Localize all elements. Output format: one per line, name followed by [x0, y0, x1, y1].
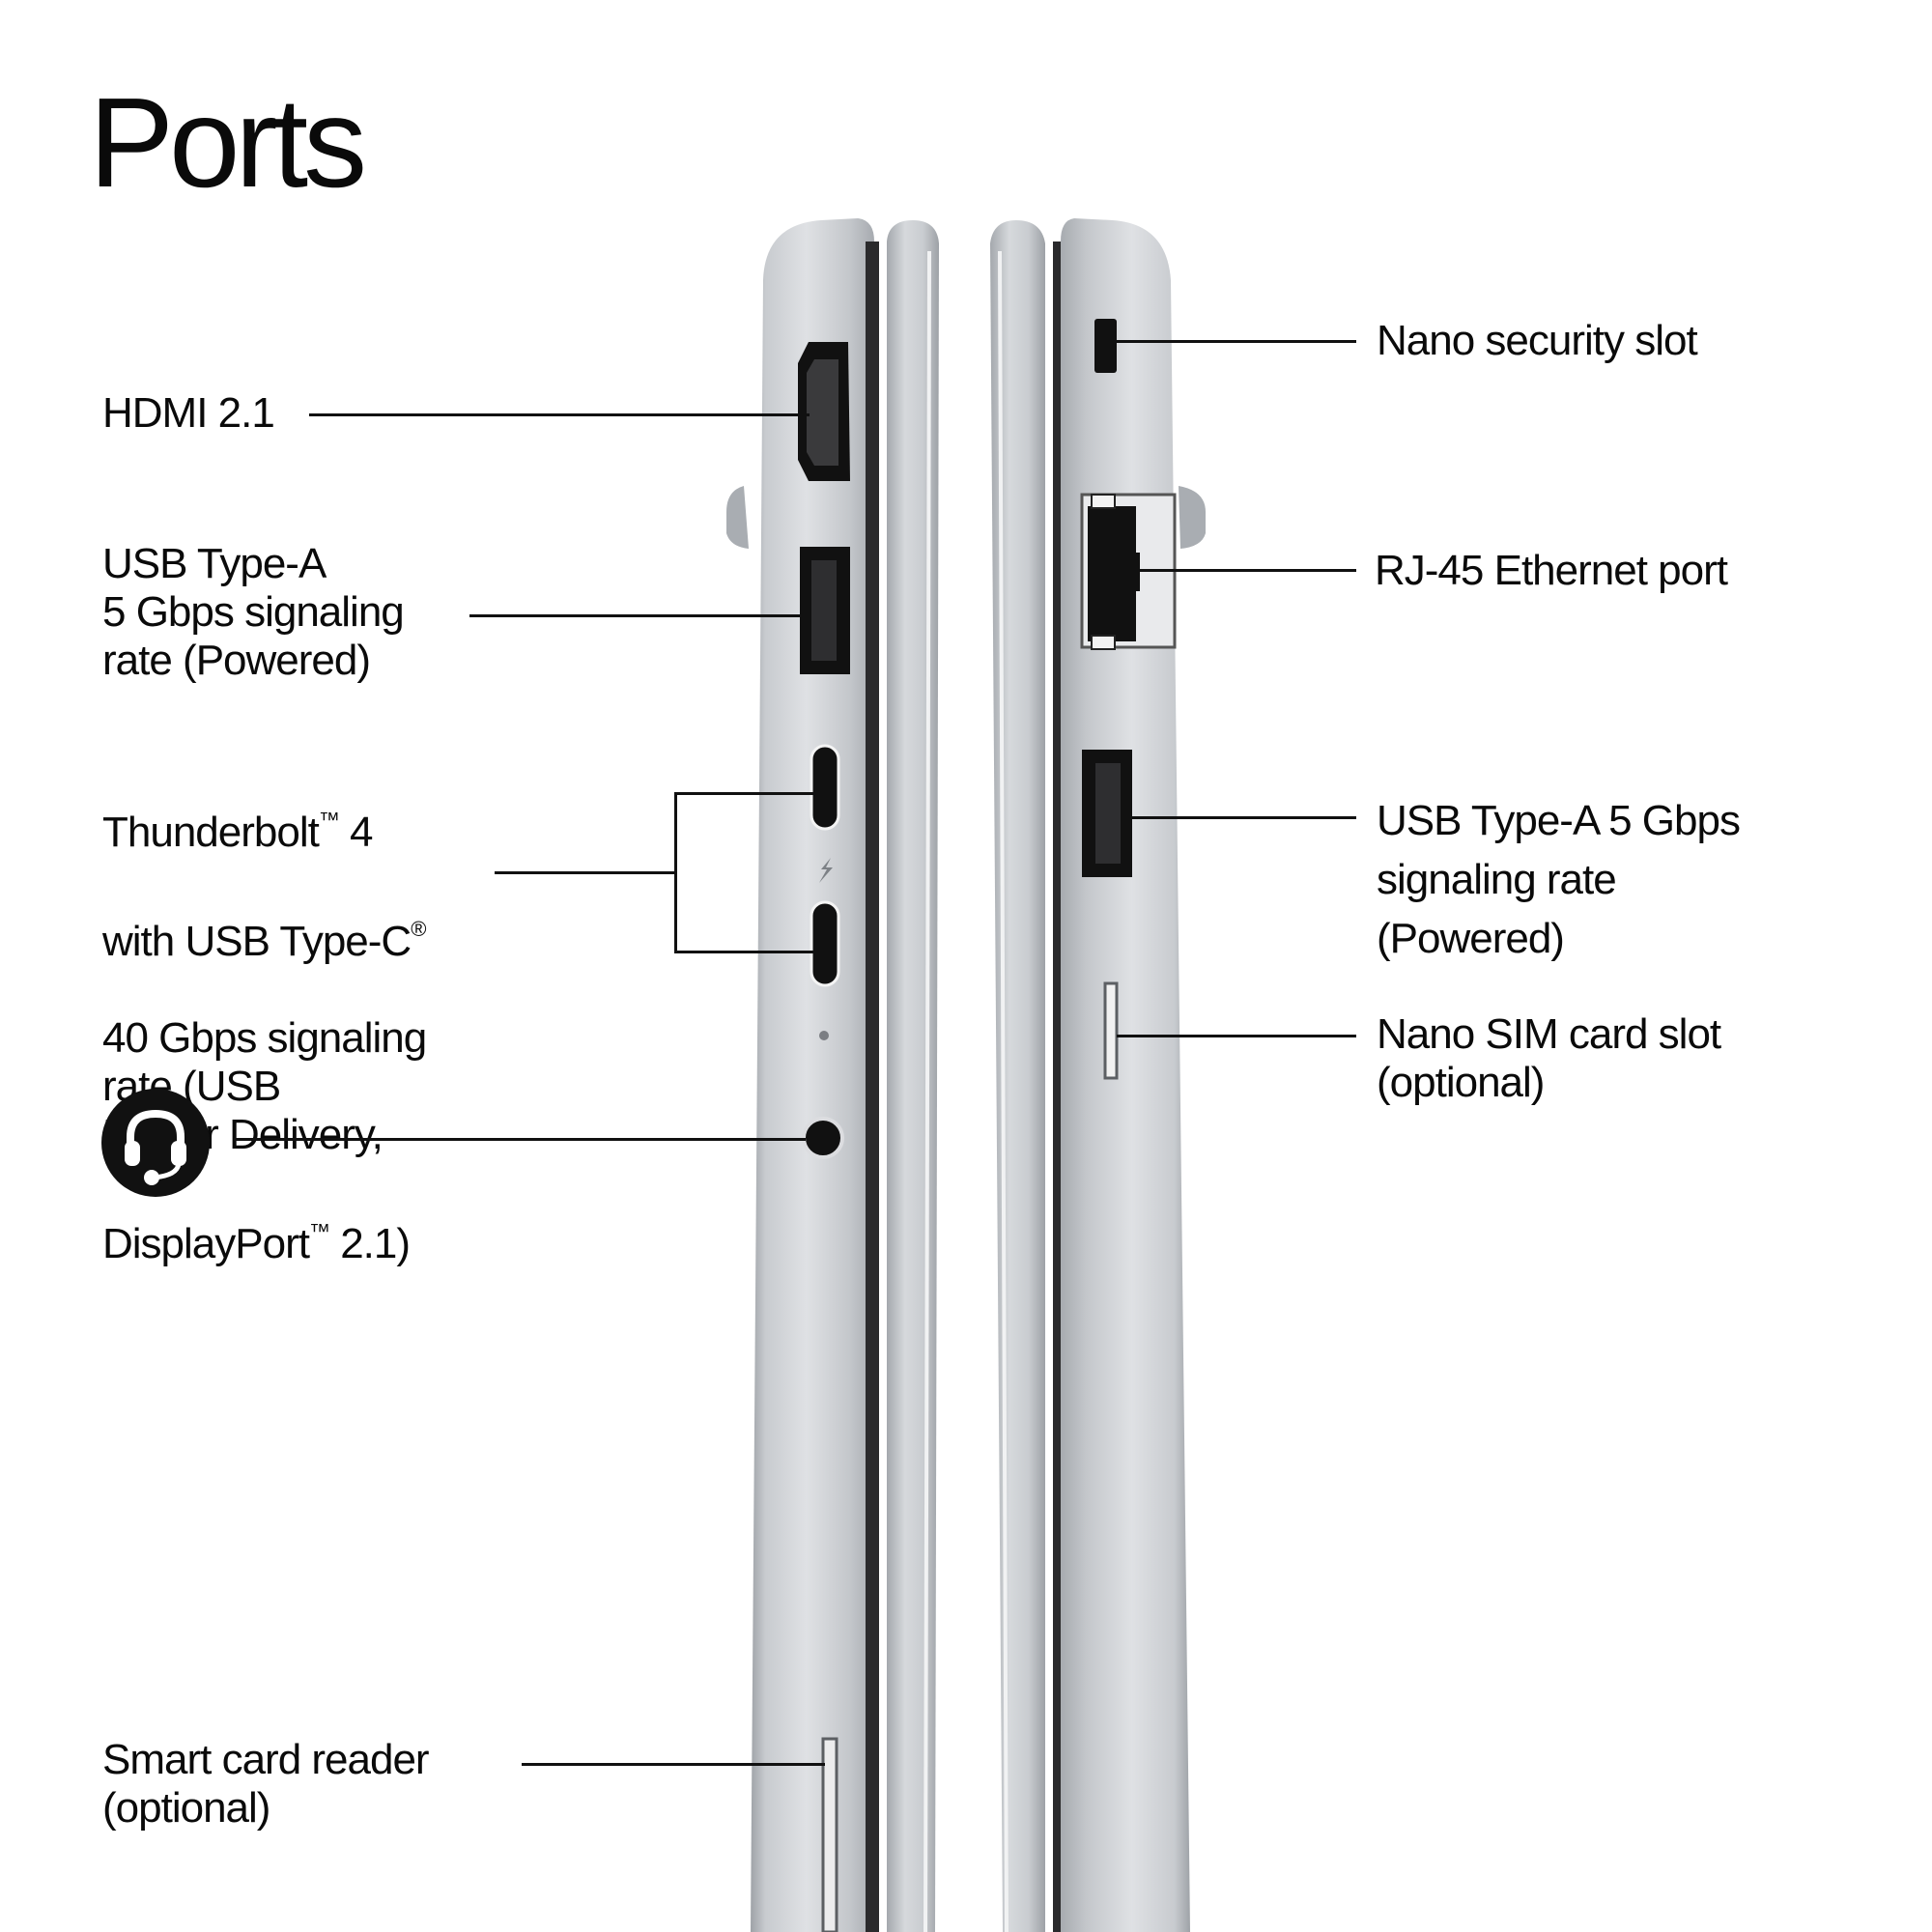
thunderbolt-label: Thunderbolt™ 4 with USB Type-C® 40 Gbps … [102, 748, 427, 1268]
right-usb-a-port-graphic [1082, 750, 1132, 877]
thunderbolt-bracket-top [674, 792, 814, 795]
nano-sim-slot-graphic [1103, 981, 1119, 1080]
left-hinge-bump [726, 486, 749, 549]
usb-a-left-label: USB Type-A 5 Gbps signaling rate (Powere… [102, 540, 405, 684]
left-seam [866, 242, 879, 1932]
hdmi-port-graphic [798, 342, 850, 481]
ethernet-leader-line [1138, 569, 1356, 572]
thunderbolt-glyph-icon [819, 858, 833, 883]
page-title: Ports [89, 71, 367, 213]
thunderbolt-leader-line [495, 871, 676, 874]
security-slot-label: Nano security slot [1377, 317, 1698, 364]
thunderbolt-text-3: with USB Type-C [102, 918, 412, 965]
thunderbolt-text-6: 2.1) [328, 1220, 411, 1267]
thunderbolt-text-1: Thunderbolt [102, 809, 320, 856]
trademark-mark-2: ™ [308, 1219, 330, 1243]
usb-a-left-leader-line [469, 614, 808, 617]
usb-c-port-2-graphic [810, 900, 840, 987]
hdmi-label: HDMI 2.1 [102, 389, 275, 437]
sim-slot-label: Nano SIM card slot (optional) [1377, 1010, 1721, 1106]
smart-card-slot-graphic [821, 1737, 838, 1932]
audio-jack-badge [101, 1089, 210, 1197]
ethernet-port-graphic [1080, 493, 1177, 650]
headset-microphone-icon [125, 1109, 186, 1185]
security-slot-leader-line [1115, 340, 1356, 343]
right-lid-highlight [998, 250, 1009, 1932]
smart-card-label: Smart card reader (optional) [102, 1736, 430, 1832]
thunderbolt-text-2: 4 [338, 809, 373, 856]
ethernet-label: RJ-45 Ethernet port [1375, 547, 1728, 594]
left-lid-highlight [923, 250, 931, 1932]
registered-mark: ® [411, 917, 426, 941]
thunderbolt-bracket-line [674, 792, 677, 953]
status-led [819, 1031, 829, 1040]
smart-card-leader-line [522, 1763, 825, 1766]
thunderbolt-text-5: DisplayPort [102, 1220, 310, 1267]
right-base-body [1061, 218, 1190, 1932]
trademark-mark: ™ [318, 808, 340, 832]
nano-security-slot-graphic [1094, 319, 1117, 373]
left-lid-body [887, 220, 939, 1932]
audio-jack-graphic [802, 1117, 844, 1159]
usb-c-port-1-graphic [810, 744, 840, 831]
left-usb-a-port-graphic [800, 547, 850, 674]
right-laptop-profile [990, 218, 1206, 1932]
right-hinge-bump [1179, 486, 1206, 549]
sim-slot-leader-line [1117, 1035, 1356, 1037]
right-lid-body [990, 220, 1045, 1932]
audio-jack-leader-line [234, 1138, 806, 1141]
hdmi-leader-line [309, 413, 810, 416]
usb-a-right-leader-line [1128, 816, 1356, 819]
usb-a-right-label: USB Type-A 5 Gbps signaling rate (Powere… [1377, 797, 1741, 962]
thunderbolt-bracket-bottom [674, 951, 814, 953]
left-laptop-profile [726, 218, 939, 1932]
